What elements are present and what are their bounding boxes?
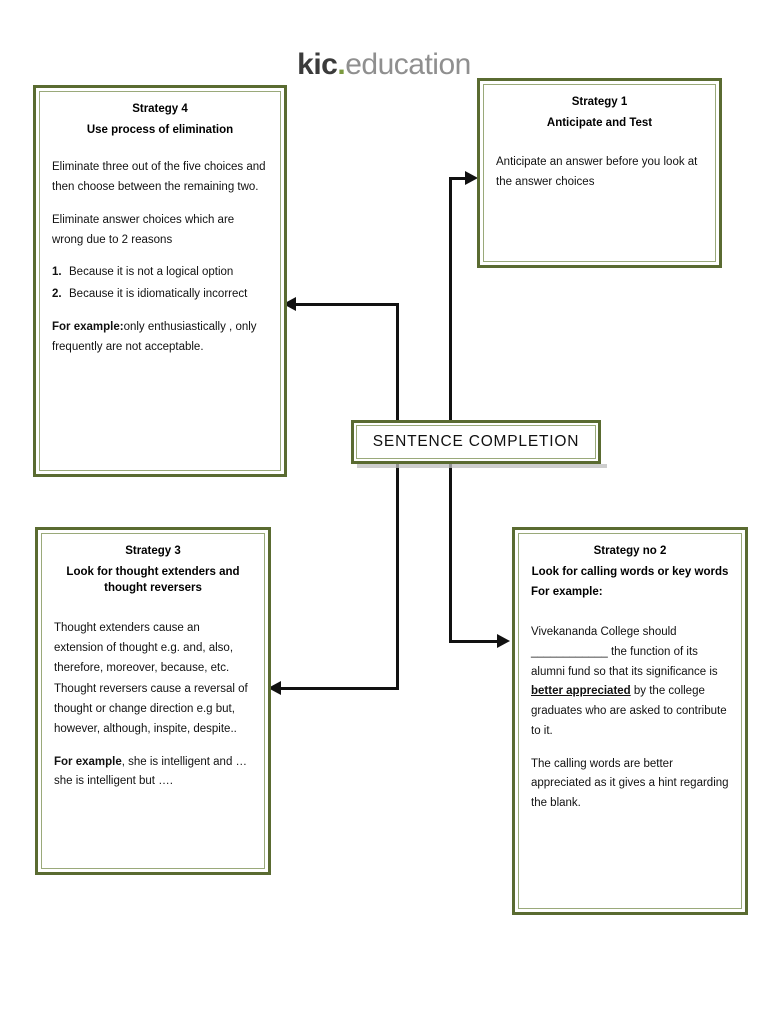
list-item: 1. Because it is not a logical option	[52, 263, 268, 283]
list-item: 2. Because it is idiomatically incorrect	[52, 285, 268, 305]
strategy-1-body: Anticipate an answer before you look at …	[496, 153, 703, 193]
strategy-4-example: For example:only enthusiastically , only…	[52, 318, 268, 358]
strategy-2-title-line-2: Look for calling words or key words	[531, 565, 729, 578]
strategy-2-sentence-part-3: by the college graduates who are asked t…	[531, 685, 727, 737]
strategy-3-paragraph-1: Thought extenders cause an extension of …	[54, 622, 234, 674]
strategy-1-paragraph-1: Anticipate an answer before you look at …	[496, 156, 698, 189]
list-item-number: 1.	[52, 266, 62, 279]
node-strategy-4-inner: Strategy 4 Use process of elimination El…	[39, 91, 281, 471]
strategy-2-example-sentence: Vivekananda College should ____________ …	[531, 623, 729, 742]
strategy-4-body: Eliminate three out of the five choices …	[52, 158, 268, 357]
strategy-3-body: Thought extenders cause an extension of …	[54, 619, 252, 792]
strategy-1-title-line-1: Strategy 1	[571, 96, 628, 108]
list-item-number: 2.	[52, 288, 62, 301]
center-node-shadow	[357, 464, 607, 468]
strategy-2-sentence-highlight: better appreciated	[531, 685, 631, 698]
connector-center-to-strategy1-horizontal	[449, 177, 467, 180]
brand-logo: kic.education	[0, 50, 768, 80]
strategy-2-title-line-3: For example:	[531, 586, 603, 599]
strategy-1-title-line-2: Anticipate and Test	[546, 116, 653, 129]
connector-center-to-strategy4-vertical	[396, 303, 399, 423]
center-node-label: SENTENCE COMPLETION	[372, 433, 580, 450]
node-sentence-completion[interactable]: SENTENCE COMPLETION	[351, 420, 601, 464]
strategy-2-sentence-part-2: the function of its alumni fund so that …	[531, 645, 718, 678]
node-strategy-1-inner: Strategy 1 Anticipate and Test Anticipat…	[483, 84, 716, 262]
connector-center-to-strategy1-vertical	[449, 177, 452, 423]
node-strategy-1[interactable]: Strategy 1 Anticipate and Test Anticipat…	[477, 78, 722, 268]
connector-center-to-strategy4-horizontal	[295, 303, 397, 306]
strategy-4-example-text: only enthusiastically , only frequently …	[52, 320, 257, 353]
list-item-label: Because it is idiomatically incorrect	[69, 288, 248, 301]
strategy-3-paragraph-2: Thought reversers cause a reversal of th…	[54, 683, 248, 735]
node-strategy-2[interactable]: Strategy no 2 Look for calling words or …	[512, 527, 748, 915]
list-item-label: Because it is not a logical option	[69, 266, 234, 279]
node-strategy-3[interactable]: Strategy 3 Look for thought extenders an…	[35, 527, 271, 875]
strategy-4-reason-list: 1. Because it is not a logical option 2. B…	[52, 263, 268, 305]
logo-dot: .	[337, 48, 346, 81]
connector-center-to-strategy3-vertical	[396, 463, 399, 690]
strategy-4-example-label: For example:	[52, 320, 124, 333]
strategy-2-body: Vivekananda College should ____________ …	[531, 623, 729, 814]
arrowhead-strategy1	[465, 171, 478, 185]
strategy-3-title-line-2: Look for thought extenders and thought r…	[66, 565, 240, 595]
arrowhead-strategy3	[268, 681, 281, 695]
node-strategy-2-inner: Strategy no 2 Look for calling words or …	[518, 533, 742, 909]
arrowhead-strategy2	[497, 634, 510, 648]
strategy-4-paragraph-1: Eliminate three out of the five choices …	[52, 161, 266, 194]
strategy-2-sentence-blank: ____________	[531, 645, 608, 658]
strategy-2-title-line-1: Strategy no 2	[593, 545, 667, 557]
logo-text-kic: kic	[297, 48, 338, 81]
connector-center-to-strategy2-vertical	[449, 463, 452, 643]
center-node-inner: SENTENCE COMPLETION	[356, 425, 596, 459]
strategy-3-example: For example, she is intelligent and … sh…	[54, 753, 252, 793]
strategy-4-title-line-2: Use process of elimination	[86, 123, 234, 136]
node-strategy-4[interactable]: Strategy 4 Use process of elimination El…	[33, 85, 287, 477]
strategy-4-title-line-1: Strategy 4	[132, 103, 188, 115]
connector-center-to-strategy2-horizontal	[449, 640, 499, 643]
strategy-3-example-label: For example	[54, 755, 122, 768]
strategy-4-paragraph-2: Eliminate answer choices which are wrong…	[52, 213, 235, 246]
strategy-3-title-line-1: Strategy 3	[125, 545, 181, 557]
node-strategy-3-inner: Strategy 3 Look for thought extenders an…	[41, 533, 265, 869]
strategy-3-example-text: , she is intelligent and … she is intell…	[54, 755, 248, 788]
logo-text-education: education	[345, 48, 471, 81]
strategy-2-sentence-part-1: Vivekananda College should	[531, 626, 677, 639]
connector-center-to-strategy3-horizontal	[281, 687, 399, 690]
strategy-2-paragraph-2: The calling words are better appreciated…	[531, 757, 729, 810]
